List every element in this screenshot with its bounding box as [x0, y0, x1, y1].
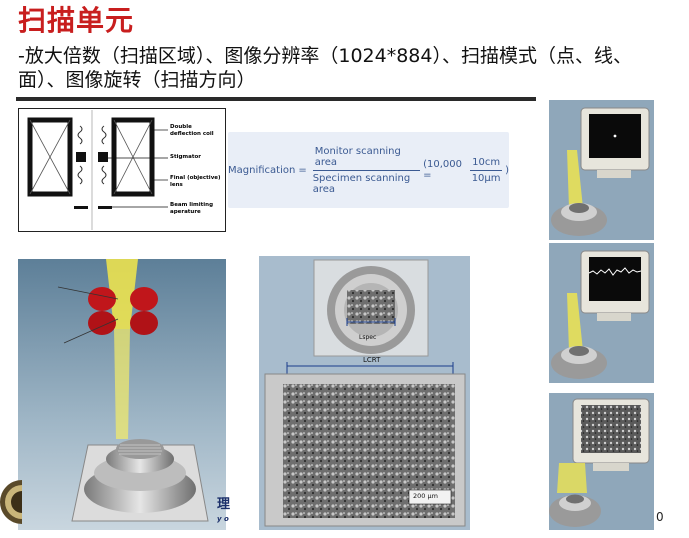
slide-subtitle: -放大倍数（扫描区域）、图像分辨率（1024*884）、扫描模式（点、线、面）、…: [18, 45, 632, 91]
university-seal: [0, 474, 22, 530]
formula-example-fraction: 10cm 10μm: [470, 157, 503, 184]
label-deflection-coil: Double deflection coil: [170, 124, 214, 137]
label-stigmator: Stigmator: [170, 154, 201, 160]
formula-lhs: Magnification: [228, 164, 296, 176]
magnification-formula: Magnification = Monitor scanning area Sp…: [228, 132, 509, 208]
formula-fraction: Monitor scanning area Specimen scanning …: [312, 146, 421, 195]
logo-text: 理 y o: [217, 498, 230, 526]
label-objective-lens: Final (objective) lens: [170, 175, 221, 188]
scalebar-label: 200 μm: [413, 492, 438, 500]
formula-example-prefix: (10,000 =: [423, 159, 462, 181]
spot-scan-monitor: [549, 100, 654, 240]
label-aperture: Beam limiting aperature: [170, 202, 214, 215]
line-scan-monitor: [549, 243, 654, 383]
formula-denominator: Specimen scanning area: [312, 172, 411, 195]
page-number: 0: [656, 510, 664, 524]
lcrt-label: LCRT: [363, 356, 381, 364]
logo-char: 理: [217, 497, 231, 512]
area-scan-monitor: [549, 393, 654, 530]
logo-subtext: y o: [217, 515, 229, 523]
formula-numerator: Monitor scanning area: [312, 146, 421, 171]
column-schematic: Double deflection coil Stigmator Final (…: [18, 108, 226, 232]
beam-scanning-illustration: [18, 259, 226, 530]
formula-example-den: 10μm: [471, 172, 501, 184]
formula-example-num: 10cm: [470, 157, 503, 171]
lspec-label: Lspec: [359, 334, 377, 341]
scan-area-figure: Lspec LCRT 200 μm: [259, 256, 470, 530]
title-divider: [16, 97, 536, 101]
slide-title: 扫描单元: [18, 4, 135, 37]
formula-example-suffix: ): [505, 164, 509, 176]
